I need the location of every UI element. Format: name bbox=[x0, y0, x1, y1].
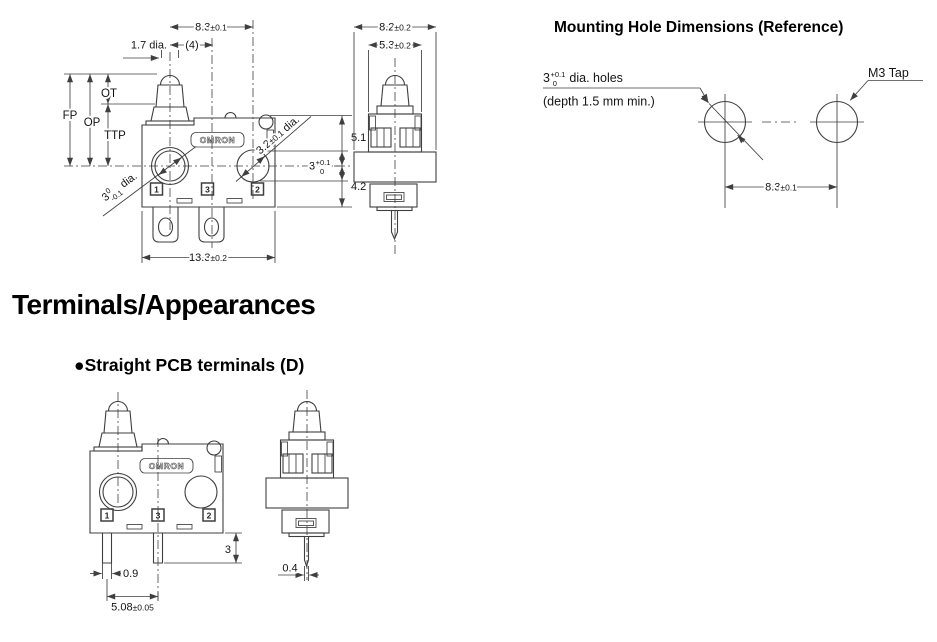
dim-lower-height: 4.2 bbox=[351, 181, 366, 193]
pcb-right-hole bbox=[184, 475, 218, 509]
pcb-pin-3 bbox=[152, 532, 164, 564]
front-view-dimensions: 8.3±0.1 1.7 dia. (4) FP OP OT TTP bbox=[61, 20, 369, 267]
pcb-pin-1 bbox=[101, 532, 113, 564]
pcb-top-pip bbox=[206, 440, 222, 456]
contact-window-right bbox=[399, 127, 421, 148]
tap-label: M3 Tap bbox=[868, 66, 909, 80]
side-view-dimensions: 8.2±0.2 5.3±0.2 bbox=[353, 20, 437, 150]
terminals-section-title: Terminals/Appearances bbox=[12, 289, 316, 320]
top-pip bbox=[258, 114, 274, 130]
dim-upper-height: 5.1 bbox=[351, 132, 366, 144]
pcb-top-edge-bump bbox=[156, 438, 170, 445]
pcb-terminal-3-label: 3 bbox=[156, 510, 161, 520]
pcb-front-dimensions: 3 0.9 5.08±0.05 bbox=[90, 532, 242, 614]
mounting-section-title: Mounting Hole Dimensions (Reference) bbox=[554, 19, 844, 36]
left-mounting-hole-outer bbox=[150, 146, 190, 186]
dim-pin-width: 0.9 bbox=[123, 568, 138, 580]
dim-side-pin-width: 0.4 bbox=[282, 563, 297, 575]
pcb-side-pin bbox=[303, 535, 310, 568]
side-slot bbox=[266, 129, 274, 147]
pcb-terminal-2-label: 2 bbox=[207, 510, 212, 520]
brand-logo: OMRON bbox=[200, 135, 236, 145]
pcb-side-plunger bbox=[288, 400, 326, 441]
side-body bbox=[353, 113, 437, 241]
side-terminal-pin bbox=[390, 209, 399, 241]
pcb-side-body bbox=[265, 439, 349, 568]
pcb-terminal-markers: 1 3 2 bbox=[100, 508, 216, 530]
dim-left-hole-dia: 30-0.1 dia. bbox=[98, 168, 141, 207]
pcb-side-dimensions: 0.4 bbox=[278, 561, 319, 581]
terminal-1-label: 1 bbox=[154, 184, 159, 194]
side-wings bbox=[353, 151, 437, 183]
pcb-body: OMRON bbox=[89, 438, 224, 534]
hole-depth-note: (depth 1.5 mm min.) bbox=[543, 95, 655, 109]
pcb-pins bbox=[101, 532, 164, 564]
pcb-side-slot bbox=[214, 455, 222, 473]
dim-side-width: 8.2±0.2 bbox=[379, 22, 411, 34]
pcb-terminals-subtitle: ●Straight PCB terminals (D) bbox=[74, 355, 305, 375]
pcb-left-hole bbox=[102, 476, 134, 508]
dim-width-bottom: 13.3±0.2 bbox=[189, 252, 227, 264]
pcb-brand-badge bbox=[139, 458, 194, 474]
pcb-left-hole-outer bbox=[98, 472, 138, 512]
dim-side-plunger-width: 5.3±0.2 bbox=[379, 40, 411, 52]
dim-hole-pitch: 8.3±0.1 bbox=[765, 182, 797, 194]
dim-width-top: 8.3±0.1 bbox=[195, 22, 227, 34]
pcb-terminal-1-label: 1 bbox=[105, 510, 110, 520]
solder-terminals bbox=[152, 206, 225, 243]
dim-right-hole-dia: 3.2±0.1 dia. bbox=[254, 114, 302, 157]
pcb-plunger bbox=[93, 400, 143, 452]
label-fp: FP bbox=[63, 110, 78, 122]
pcb-front-view-drawing: OMRON 1 3 2 3 bbox=[89, 392, 242, 614]
dim-plunger-ref: (4) bbox=[185, 40, 198, 52]
contact-window-left bbox=[370, 127, 392, 148]
switch-body: OMRON bbox=[141, 112, 276, 208]
terminal-3-label: 3 bbox=[205, 184, 210, 194]
left-mounting-hole bbox=[154, 150, 186, 182]
top-edge-bump bbox=[224, 112, 237, 119]
side-view-drawing: 8.2±0.2 5.3±0.2 bbox=[353, 20, 437, 254]
dim-plunger-tip: 1.7 dia. bbox=[131, 40, 167, 52]
terminal-markers: 1 3 2 bbox=[149, 182, 265, 204]
brand-badge bbox=[190, 132, 245, 148]
dim-pin-pitch: 5.08±0.05 bbox=[111, 602, 154, 614]
right-mounting-hole bbox=[236, 149, 270, 183]
dim-pin-length: 3 bbox=[225, 544, 231, 556]
label-ot: OT bbox=[101, 88, 117, 100]
pcb-side-wings bbox=[265, 477, 349, 509]
pcb-brand-logo: OMRON bbox=[149, 461, 185, 471]
terminal-2-label: 2 bbox=[255, 184, 260, 194]
label-ttp: TTP bbox=[104, 130, 126, 142]
label-op: OP bbox=[84, 117, 101, 129]
pcb-side-view-drawing: 0.4 bbox=[265, 390, 349, 581]
plunger bbox=[145, 74, 195, 126]
front-view-drawing: OMRON 1 3 2 bbox=[61, 20, 369, 267]
